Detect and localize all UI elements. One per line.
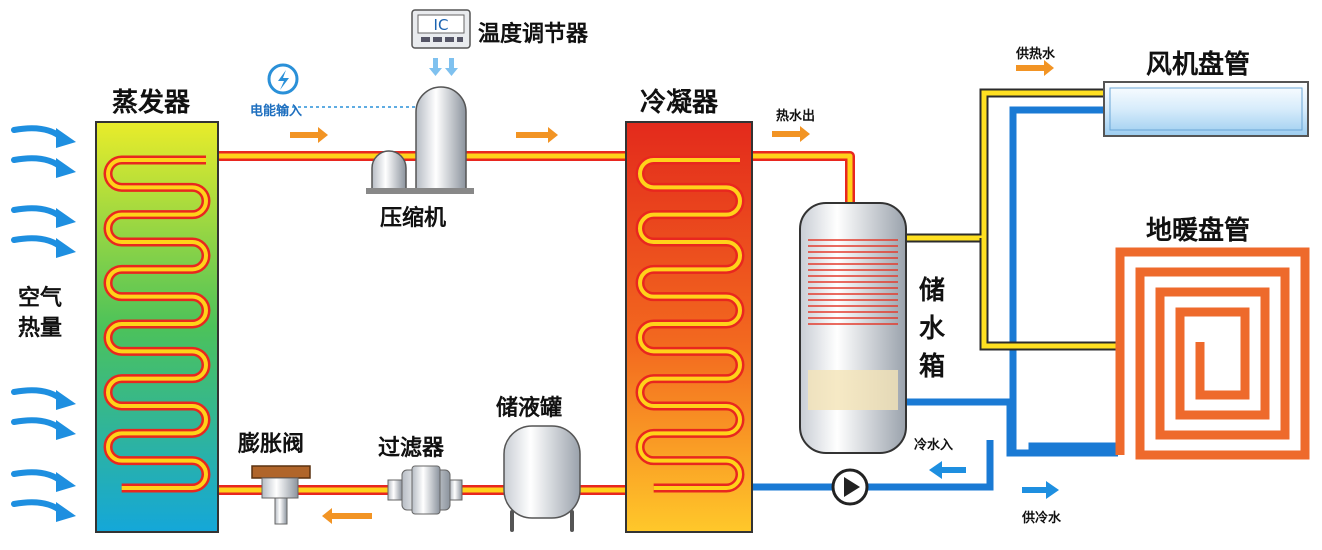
cold-water-pipe-floor (1028, 442, 1118, 453)
air-arrow-head (56, 472, 76, 492)
filter-label: 过滤器 (378, 436, 445, 461)
air-arrow (11, 205, 65, 221)
air-arrow-head (56, 420, 76, 440)
flow-arrow-right (1016, 60, 1054, 76)
air-arrow (11, 125, 65, 141)
circulation-pump (831, 468, 869, 506)
condenser (625, 121, 753, 533)
filter (387, 465, 463, 515)
condenser-label: 冷凝器 (640, 88, 719, 118)
cold-water-pipe-bottom (752, 440, 994, 491)
hot-water-pipe-supply (905, 88, 1104, 243)
air-arrow-head (56, 128, 76, 148)
flow-arrow-right (290, 127, 328, 143)
flow-arrows (290, 60, 1054, 524)
air-arrow (11, 469, 65, 485)
hot-supply-label: 供热水 (1016, 47, 1056, 62)
cold-water-in-arrow (929, 461, 966, 479)
air-arrow (11, 499, 65, 515)
storage-tank-label: 储水箱 (918, 276, 945, 382)
evaporator (95, 121, 219, 533)
air-arrow (11, 155, 65, 171)
expansion-valve-label: 膨胀阀 (238, 432, 305, 457)
cold-water-in-label: 冷水入 (914, 438, 954, 453)
fan-coil-label: 风机盘管 (1146, 50, 1251, 80)
cold-water-pipe-fan-coil (1009, 106, 1104, 453)
power-input-label: 电能输入 (250, 104, 303, 119)
hot-water-pipe-floor (979, 238, 1118, 351)
air-arrow-head (56, 238, 76, 258)
cold-water-arrows (929, 461, 1059, 499)
air-arrow-head (56, 390, 76, 410)
thermostat-display: IC (434, 16, 449, 34)
compressor-label: 压缩机 (380, 206, 447, 231)
air-arrow (11, 387, 65, 403)
evaporator-label: 蒸发器 (112, 88, 191, 118)
cold-supply-label: 供冷水 (1022, 511, 1062, 526)
floor-heating-label: 地暖盘管 (1146, 216, 1251, 246)
receiver-label: 储液罐 (496, 396, 563, 421)
flow-arrow-left (322, 508, 372, 524)
air-heat-arrows (11, 125, 76, 522)
air-arrow (11, 235, 65, 251)
thermostat-label: 温度调节器 (478, 22, 589, 47)
expansion-valve (251, 465, 311, 525)
hot-water-out-label: 热水出 (776, 109, 816, 124)
flow-arrow-right (772, 126, 810, 142)
air-heat-label: 空气热量 (18, 286, 63, 341)
thermostat (411, 9, 471, 76)
air-arrow (11, 417, 65, 433)
air-arrow-head (56, 158, 76, 178)
water-circuit (752, 88, 1118, 491)
receiver-tank (503, 425, 581, 532)
compressor (366, 86, 474, 194)
power-icon (267, 63, 299, 95)
storage-tank (799, 202, 907, 454)
air-arrow-head (56, 208, 76, 228)
tank-heating-coil (808, 239, 898, 325)
fan-coil-unit (1103, 81, 1309, 137)
air-arrow-head (56, 502, 76, 522)
cold-supply-arrow (1022, 481, 1059, 499)
flow-arrow-right (516, 127, 558, 143)
floor-heating-coil (1115, 247, 1310, 460)
refrigerant-pipe-to-tank (752, 151, 855, 205)
